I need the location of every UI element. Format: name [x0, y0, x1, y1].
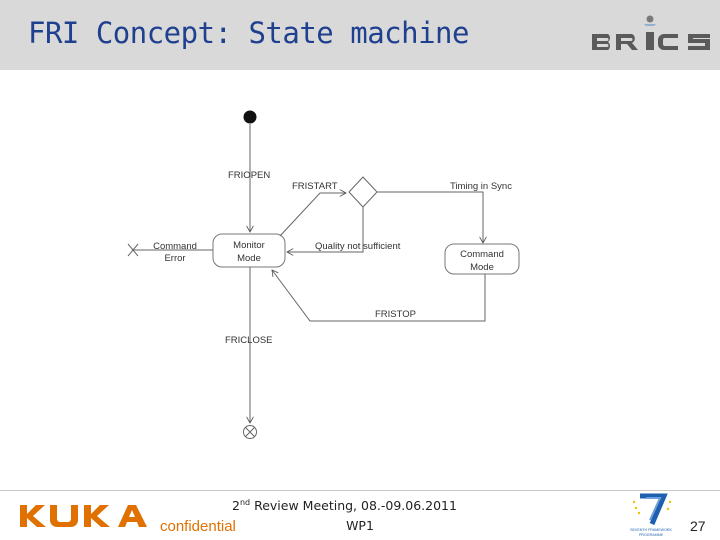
command-error-label-2: Error	[164, 253, 185, 264]
confidential-label: confidential	[160, 518, 236, 535]
transition-timing-in-sync	[377, 191, 483, 243]
timing-in-sync-label: Timing in Sync	[450, 181, 512, 192]
meeting-info: 2nd Review Meeting, 08.-09.06.2011	[232, 498, 490, 513]
svg-text:PROGRAMME: PROGRAMME	[639, 533, 664, 537]
initial-node	[243, 110, 257, 124]
header-bar: FRI Concept: State machine	[0, 0, 720, 70]
meeting-ordinal: 2	[232, 498, 240, 514]
footer-divider	[0, 490, 720, 491]
transition-fristop	[272, 270, 486, 322]
command-mode-state	[444, 243, 520, 275]
meeting-ordinal-suffix: nd	[239, 498, 251, 507]
quality-not-sufficient-label: Quality not sufficient	[315, 241, 401, 252]
final-node-cross-icon	[245, 427, 255, 437]
command-error-cross-icon	[127, 243, 139, 257]
decision-diamond	[348, 176, 378, 208]
kuka-logo	[20, 505, 147, 527]
fp7-logo: SEVENTH FRAMEWORK PROGRAMME	[630, 493, 672, 537]
command-error-label-1: Command	[153, 241, 197, 252]
command-mode-label-1: Command	[460, 249, 504, 260]
page-number: 27	[690, 518, 706, 534]
state-machine-diagram: FRIOPEN Monitor Mode Command Error FRIST…	[127, 110, 520, 439]
svg-text:SEVENTH FRAMEWORK: SEVENTH FRAMEWORK	[630, 528, 672, 532]
transition-fristart	[279, 193, 346, 237]
transition-quality-not-sufficient	[287, 207, 364, 252]
brics-logo	[592, 15, 710, 50]
friclose-label: FRICLOSE	[225, 335, 273, 346]
meeting-text: Review Meeting, 08.-09.06.2011	[250, 498, 457, 514]
friopen-label: FRIOPEN	[228, 170, 270, 181]
command-mode-label-2: Mode	[470, 262, 494, 273]
monitor-mode-label-1: Monitor	[233, 240, 265, 251]
slide-title: FRI Concept: State machine	[28, 16, 469, 50]
fristop-label: FRISTOP	[375, 309, 416, 320]
monitor-mode-label-2: Mode	[237, 253, 261, 264]
fristart-label: FRISTART	[292, 181, 338, 192]
work-package-label: WP1	[346, 518, 374, 533]
